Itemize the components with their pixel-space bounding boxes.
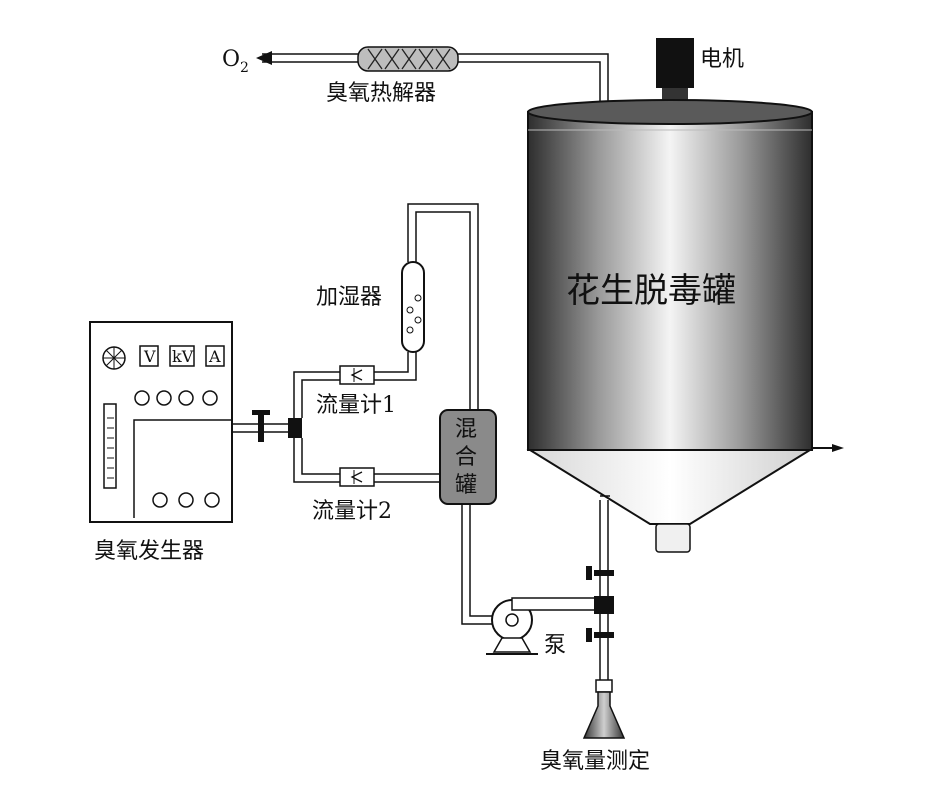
ozone-decomposer-label: 臭氧热解器 [326, 81, 436, 106]
pump [486, 597, 597, 655]
humidifier-label: 加湿器 [316, 285, 382, 310]
flowmeter-2 [339, 467, 375, 487]
mixing-tank-char3: 罐 [455, 473, 477, 498]
o2-arrow [256, 51, 272, 65]
meter-v: V [143, 347, 156, 366]
valves [586, 566, 614, 642]
humidifier-pipe [407, 203, 479, 412]
flowmeter-1 [339, 365, 375, 385]
o2-label: O2 [222, 47, 249, 76]
tank-label: 花生脱毒罐 [566, 271, 736, 311]
flowmeter2-pipe [374, 473, 440, 483]
exhaust-pipe [458, 53, 609, 112]
mixing-tank-char1: 混 [455, 417, 477, 442]
ozone-generator [89, 321, 233, 523]
motor-label: 电机 [700, 47, 744, 72]
generator-outlet [232, 410, 302, 442]
meter-a: A [208, 347, 221, 366]
humidifier [401, 261, 425, 353]
flowmeter1-label: 流量计1 [316, 393, 396, 418]
mixing-tank-char2: 合 [455, 445, 477, 470]
measurement-flask [582, 679, 626, 739]
mixing-tank [439, 409, 497, 505]
split-pipes [293, 371, 340, 483]
mixer-to-pump-pipe [461, 504, 496, 625]
flowmeter1-pipe [374, 352, 417, 381]
o2-outlet [256, 51, 358, 65]
detox-tank [526, 99, 844, 553]
generator-label: 臭氧发生器 [94, 539, 204, 564]
bottom-pipe [599, 500, 609, 680]
pump-label: 泵 [544, 633, 566, 658]
meter-kv: kV [172, 347, 194, 366]
measurement-label: 臭氧量测定 [540, 749, 650, 774]
flowmeter2-label: 流量计2 [312, 499, 392, 524]
ozone-decomposer [357, 46, 459, 72]
